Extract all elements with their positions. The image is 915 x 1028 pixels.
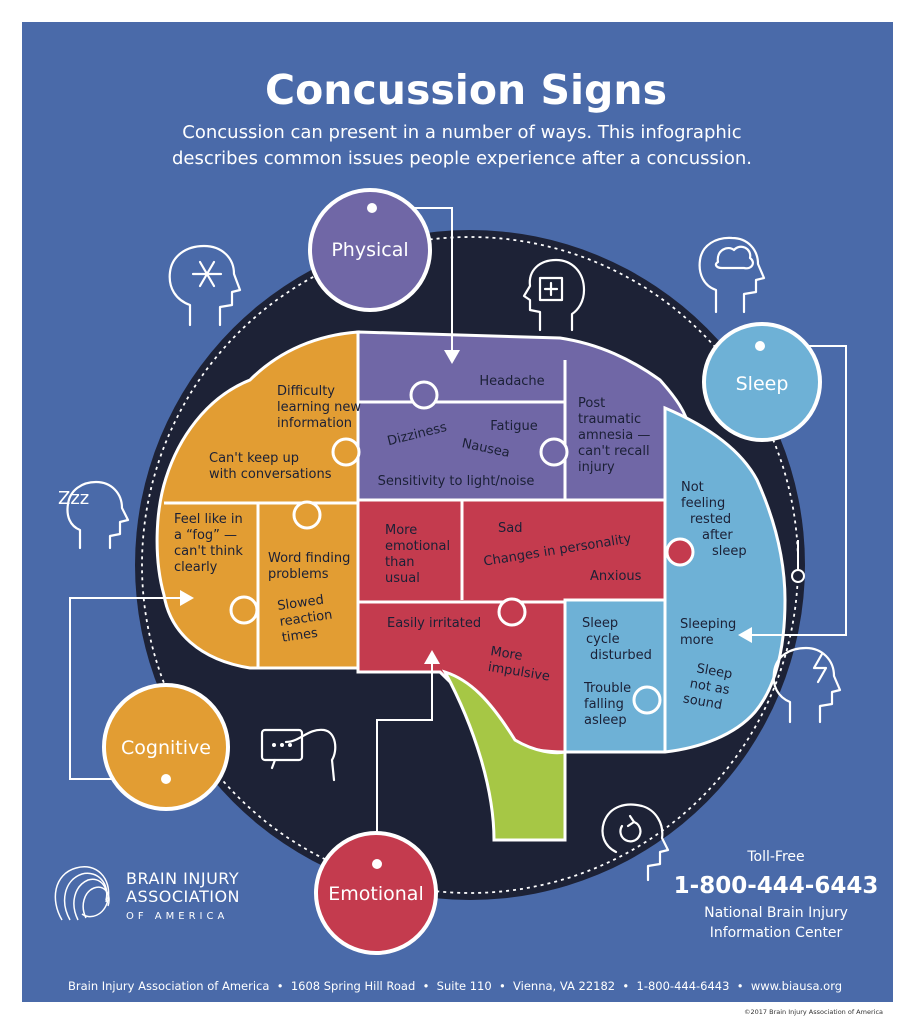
logo-line2: Association (126, 887, 240, 906)
label-anxious: Anxious (590, 569, 642, 584)
label-sleeping-more: Sleeping more (680, 617, 740, 648)
puzzle-knob (539, 437, 569, 467)
label-trouble-falling: Trouble falling asleep (583, 681, 635, 728)
label-sleep-cycle: Sleep cycle disturbed (582, 616, 652, 663)
sleep-region (563, 405, 787, 754)
puzzle-knob (632, 685, 662, 715)
puzzle-knob (497, 597, 527, 627)
label-slowed: Slowed reaction times (276, 591, 339, 646)
center-line-1: National Brain Injury (704, 905, 848, 921)
logo-mark (54, 866, 110, 921)
head-brain-icon (698, 236, 766, 314)
connector-emotional (376, 662, 433, 864)
label-difficulty-learning: Difficulty learning new information (277, 384, 365, 431)
head-snowflake-icon (168, 244, 242, 327)
connector-dot (791, 569, 805, 583)
physical-badge: Physical (308, 188, 432, 312)
page-title: Concussion Signs (265, 66, 667, 114)
puzzle-knob (409, 380, 439, 410)
label-sad: Sad (498, 521, 522, 536)
chat-dots (272, 743, 292, 747)
physical-label: Physical (331, 239, 408, 261)
copyright: ©2017 Brain Injury Association of Americ… (744, 1008, 883, 1016)
label-fog: Feel like in a “fog” — can't think clear… (174, 512, 247, 575)
label-sensitivity: Sensitivity to light/noise (378, 474, 535, 489)
subtitle-line-2: describes common issues people experienc… (172, 148, 752, 169)
center-line-2: Information Center (710, 925, 843, 941)
emotional-badge: Emotional (314, 831, 438, 955)
head-firstaid-icon (522, 258, 586, 332)
zzz-text: Zzz (58, 488, 89, 509)
label-headache: Headache (479, 374, 544, 389)
puzzle-knob (229, 595, 259, 625)
label-amnesia: Post traumatic amnesia — can't recall in… (578, 396, 655, 475)
tollfree-label: Toll-Free (746, 849, 804, 865)
sleep-badge: Sleep (702, 322, 822, 442)
label-not-rested: Not feeling rested after sleep (681, 480, 747, 559)
footer-address: Brain Injury Association of America • 16… (68, 979, 842, 993)
puzzle-knob (665, 537, 695, 567)
cognitive-region (155, 330, 360, 670)
puzzle-knob (292, 500, 322, 530)
label-more-emotional: More emotional than usual (385, 523, 454, 586)
emotional-label: Emotional (328, 883, 423, 905)
label-not-sound: Sleep not as sound (682, 660, 738, 715)
region-dividers (164, 360, 667, 752)
head-lightning-icon (772, 646, 842, 724)
logo-line3: of America (126, 911, 228, 922)
subtitle-line-1: Concussion can present in a number of wa… (182, 122, 741, 143)
chat-bubbles-icon (260, 728, 337, 782)
cognitive-label: Cognitive (121, 737, 211, 759)
label-word-finding: Word finding problems (268, 551, 354, 582)
brain (155, 330, 787, 842)
connector-arrowheads (180, 350, 752, 664)
cognitive-badge: Cognitive (102, 683, 230, 811)
logo-line1: Brain Injury (126, 869, 239, 888)
zzz-icon (66, 480, 130, 550)
phone-number: 1-800-444-6443 (674, 873, 879, 899)
label-keep-up: Can't keep up with conversations (209, 451, 332, 482)
label-fatigue: Fatigue (490, 419, 537, 434)
sleep-label: Sleep (736, 373, 789, 395)
biaa-logo: Brain Injury Association of America (54, 866, 240, 922)
head-refresh-icon (601, 803, 670, 882)
label-irritated: Easily irritated (387, 616, 481, 631)
brain-stem (441, 669, 567, 842)
puzzle-knob (331, 437, 361, 467)
